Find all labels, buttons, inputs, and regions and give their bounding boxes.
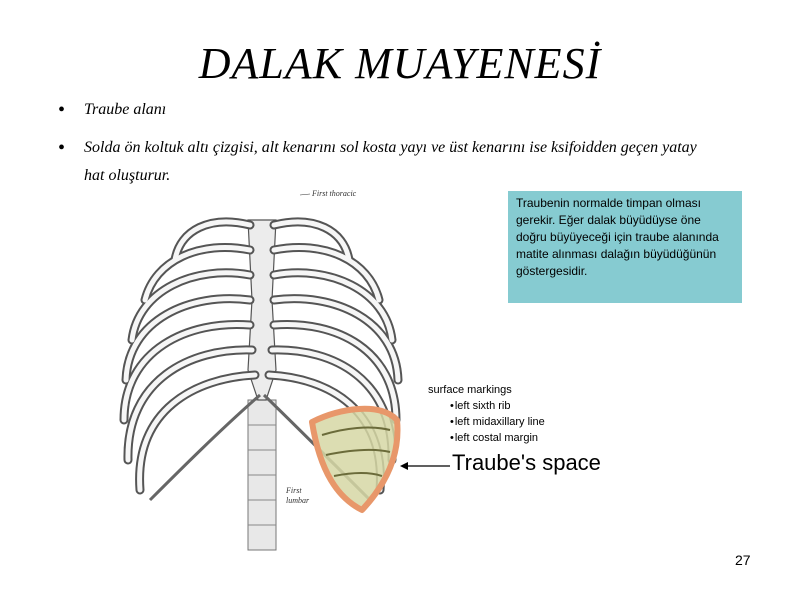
first-lumbar-caption: First xyxy=(285,486,302,495)
list-item: left sixth rib xyxy=(450,398,545,414)
page-number: 27 xyxy=(735,552,751,568)
bullet-text: Traube alanı xyxy=(84,101,167,118)
bullet-icon: • xyxy=(58,137,66,159)
surface-markings: surface markings left sixth rib left mid… xyxy=(428,382,545,446)
info-box: Traubenin normalde timpan olması gerekir… xyxy=(508,191,742,303)
bullet-text: Solda ön koltuk altı çizgisi, alt kenarı… xyxy=(84,139,697,184)
traube-space-region xyxy=(309,405,401,513)
bullet-icon: • xyxy=(58,99,66,121)
bullet-item: • Traube alanı xyxy=(58,96,698,124)
surface-markings-heading: surface markings xyxy=(428,384,512,396)
traube-space-label: Traube's space xyxy=(452,450,601,475)
surface-markings-list: left sixth rib left midaxillary line lef… xyxy=(428,398,545,446)
bullet-item: • Solda ön koltuk altı çizgisi, alt kenar… xyxy=(58,134,698,190)
left-costal-margin xyxy=(148,393,261,502)
rib-cage-illustration: First thoracic First lumbar xyxy=(119,189,403,551)
first-thoracic-caption: First thoracic xyxy=(311,189,357,198)
list-item: left costal margin xyxy=(450,430,545,446)
list-item: left midaxillary line xyxy=(450,414,545,430)
arrow-icon xyxy=(400,462,450,470)
first-lumbar-caption: lumbar xyxy=(286,496,310,505)
slide-title: DALAK MUAYENESİ xyxy=(198,39,602,88)
bullet-list: • Traube alanı • Solda ön koltuk altı çizg… xyxy=(58,96,698,200)
